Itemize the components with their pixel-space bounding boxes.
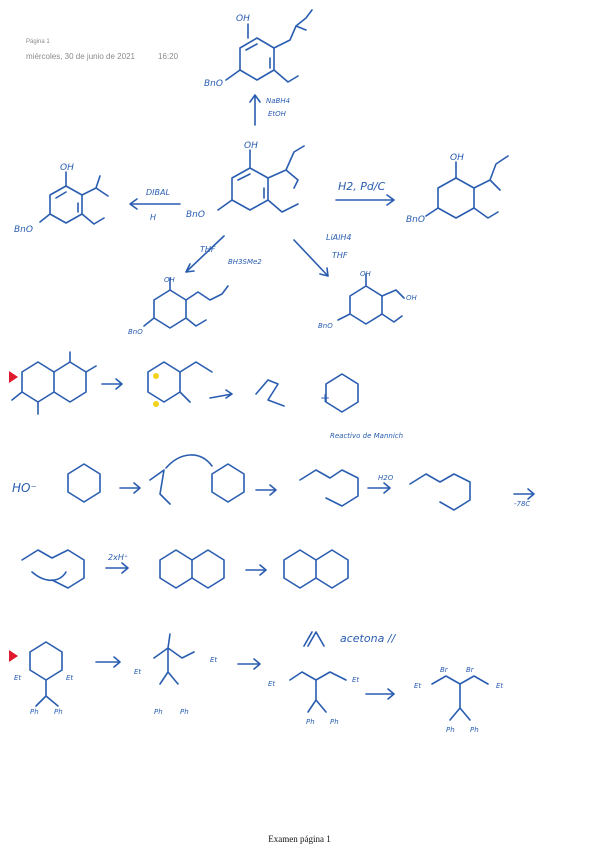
label-etoh: EtOH [268,110,287,118]
label-ph-1: Ph [30,708,39,716]
label-et-5: Et [268,680,275,688]
label-bno-center: BnO [186,210,205,220]
label-bno-right: BnO [406,215,425,225]
label-acetona: acetona // [340,632,397,645]
label-nabh4: NaBH4 [266,97,290,105]
label-bh3sme2: BH3SMe2 [228,258,262,266]
label-bno-top: BnO [204,79,223,89]
label-thf-1: THF [200,245,216,254]
label-plus-row2: + [320,391,330,405]
label-et-3: Et [134,668,141,676]
label-ho: HO⁻ [12,481,37,495]
label-oh-br: OH [360,270,372,278]
label-bno-left: BnO [14,225,33,235]
label-et-1: Et [14,674,21,682]
label-ph-2: Ph [54,708,63,716]
label-oh-br2: OH [406,294,418,302]
label-br-1: Br [440,666,449,674]
structure-center: OH BnO [186,141,305,220]
label-et-4: Et [210,656,217,664]
label-h: H [150,213,156,222]
label-h2o: H2O [378,474,394,482]
label-ph-8: Ph [470,726,479,734]
mechanism-row3: HO⁻ H2O -78C [12,454,535,511]
label-ph-3: Ph [154,708,163,716]
label-oh-top: OH [236,14,250,24]
structure-right: OH BnO [406,153,509,225]
label-hplus: 2xH⁺ [108,553,128,562]
label-lialh4: LiAlH4 [326,233,351,242]
label-ph-4: Ph [180,708,189,716]
label-ph-7: Ph [446,726,455,734]
label-et-6: Et [352,676,359,684]
highlight-dot [153,373,159,379]
label-bno-bl: BnO [128,328,143,336]
structure-row2: + Reactivo de Mannich [11,351,403,440]
mechanism-row5: Et Et Ph Ph Et Et Ph Ph acetona // Et Et… [14,631,503,734]
label-reactivo-mannich: Reactivo de Mannich [330,432,403,440]
structure-bottom-left: OH BnO [128,276,229,336]
label-et-2: Et [66,674,73,682]
label-oh-center: OH [244,141,258,151]
label-br-2: Br [466,666,475,674]
structure-left: OH BnO [14,163,109,235]
label-oh-bl: OH [164,276,176,284]
structure-top: OH BnO NaBH4 EtOH [204,9,313,126]
page-time: 16:20 [158,52,179,61]
label-oh-right: OH [450,153,464,163]
page-label: Página 1 [26,39,50,45]
label-dibal: DIBAL [146,188,170,197]
label-ph-6: Ph [330,718,339,726]
marker-red-2 [9,650,18,662]
page-date: miércoles, 30 de junio de 2021 [26,52,135,61]
label-et-8: Et [496,682,503,690]
label-oh-left: OH [60,163,74,173]
marker-red-1 [9,371,18,383]
label-h2-pdc: H2, Pd/C [338,180,386,193]
label-thf-2: THF [332,251,348,260]
footer-page: Examen página 1 [268,834,331,844]
mechanism-row4: 2xH⁺ [21,549,349,589]
highlight-dot [153,401,159,407]
label-bno-br: BnO [318,322,333,330]
label-temp: -78C [514,500,530,508]
label-ph-5: Ph [306,718,315,726]
structure-bottom-right: OH OH BnO [318,270,418,330]
label-et-7: Et [414,682,421,690]
